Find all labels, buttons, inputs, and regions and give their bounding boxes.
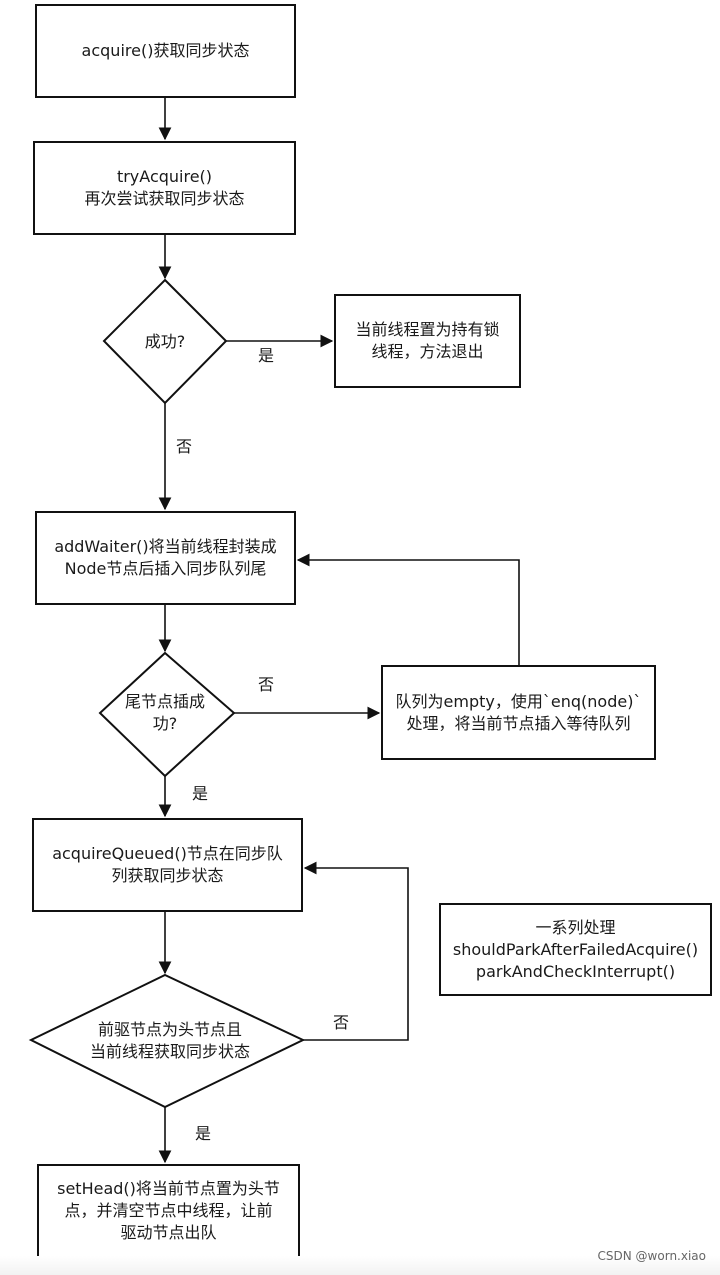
acquire-label: acquire()获取同步状态 xyxy=(81,41,250,60)
set-owner-label: 当前线程置为持有锁 线程，方法退出 xyxy=(355,320,500,361)
tail-insert-decision-shape xyxy=(98,651,236,778)
success-decision-shape xyxy=(102,278,228,405)
set-owner-box: 当前线程置为持有锁 线程，方法退出 xyxy=(334,294,521,388)
edge-label-pred-no: 否 xyxy=(333,1013,350,1032)
arrow-enq-back-to-addwaiter xyxy=(296,553,520,665)
acquirequeued-label: acquireQueued()节点在同步队 列获取同步状态 xyxy=(52,844,283,885)
edge-label-success-no: 否 xyxy=(176,437,193,456)
addwaiter-label: addWaiter()将当前线程封装成 Node节点后插入同步队列尾 xyxy=(54,537,277,578)
enq-label: 队列为empty，使用`enq(node)` 处理，将当前节点插入等待队列 xyxy=(395,691,642,733)
tryacquire-box: tryAcquire() 再次尝试获取同步状态 xyxy=(33,141,296,235)
addwaiter-box: addWaiter()将当前线程封装成 Node节点后插入同步队列尾 xyxy=(35,511,296,605)
sethead-label: setHead()将当前节点置为头节 点，并清空节点中线程，让前 驱动节点出队 xyxy=(57,1179,280,1242)
watermark: CSDN @worn.xiao xyxy=(597,1249,706,1263)
tail-insert-decision-label: 尾节点插成 功? xyxy=(124,692,205,733)
enq-box: 队列为empty，使用`enq(node)` 处理，将当前节点插入等待队列 xyxy=(381,665,656,760)
bottom-band xyxy=(0,1256,720,1275)
predecessor-decision-shape xyxy=(28,973,306,1109)
success-decision-label: 成功? xyxy=(144,332,186,351)
edge-label-success-yes: 是 xyxy=(258,346,275,365)
acquirequeued-box: acquireQueued()节点在同步队 列获取同步状态 xyxy=(32,818,303,912)
series-handling-box: 一系列处理 shouldParkAfterFailedAcquire() par… xyxy=(439,903,712,996)
arrow-pred-no-loop xyxy=(303,861,409,1041)
acquire-box: acquire()获取同步状态 xyxy=(35,4,296,98)
series-handling-label: 一系列处理 shouldParkAfterFailedAcquire() par… xyxy=(452,917,699,981)
edge-label-tail-yes: 是 xyxy=(192,784,209,803)
edge-label-tail-no: 否 xyxy=(258,675,275,694)
edge-label-pred-yes: 是 xyxy=(195,1124,212,1143)
tryacquire-label: tryAcquire() 再次尝试获取同步状态 xyxy=(84,167,245,208)
sethead-box: setHead()将当前节点置为头节 点，并清空节点中线程，让前 驱动节点出队 xyxy=(37,1164,300,1258)
predecessor-decision-label: 前驱节点为头节点且 当前线程获取同步状态 xyxy=(89,1020,250,1061)
